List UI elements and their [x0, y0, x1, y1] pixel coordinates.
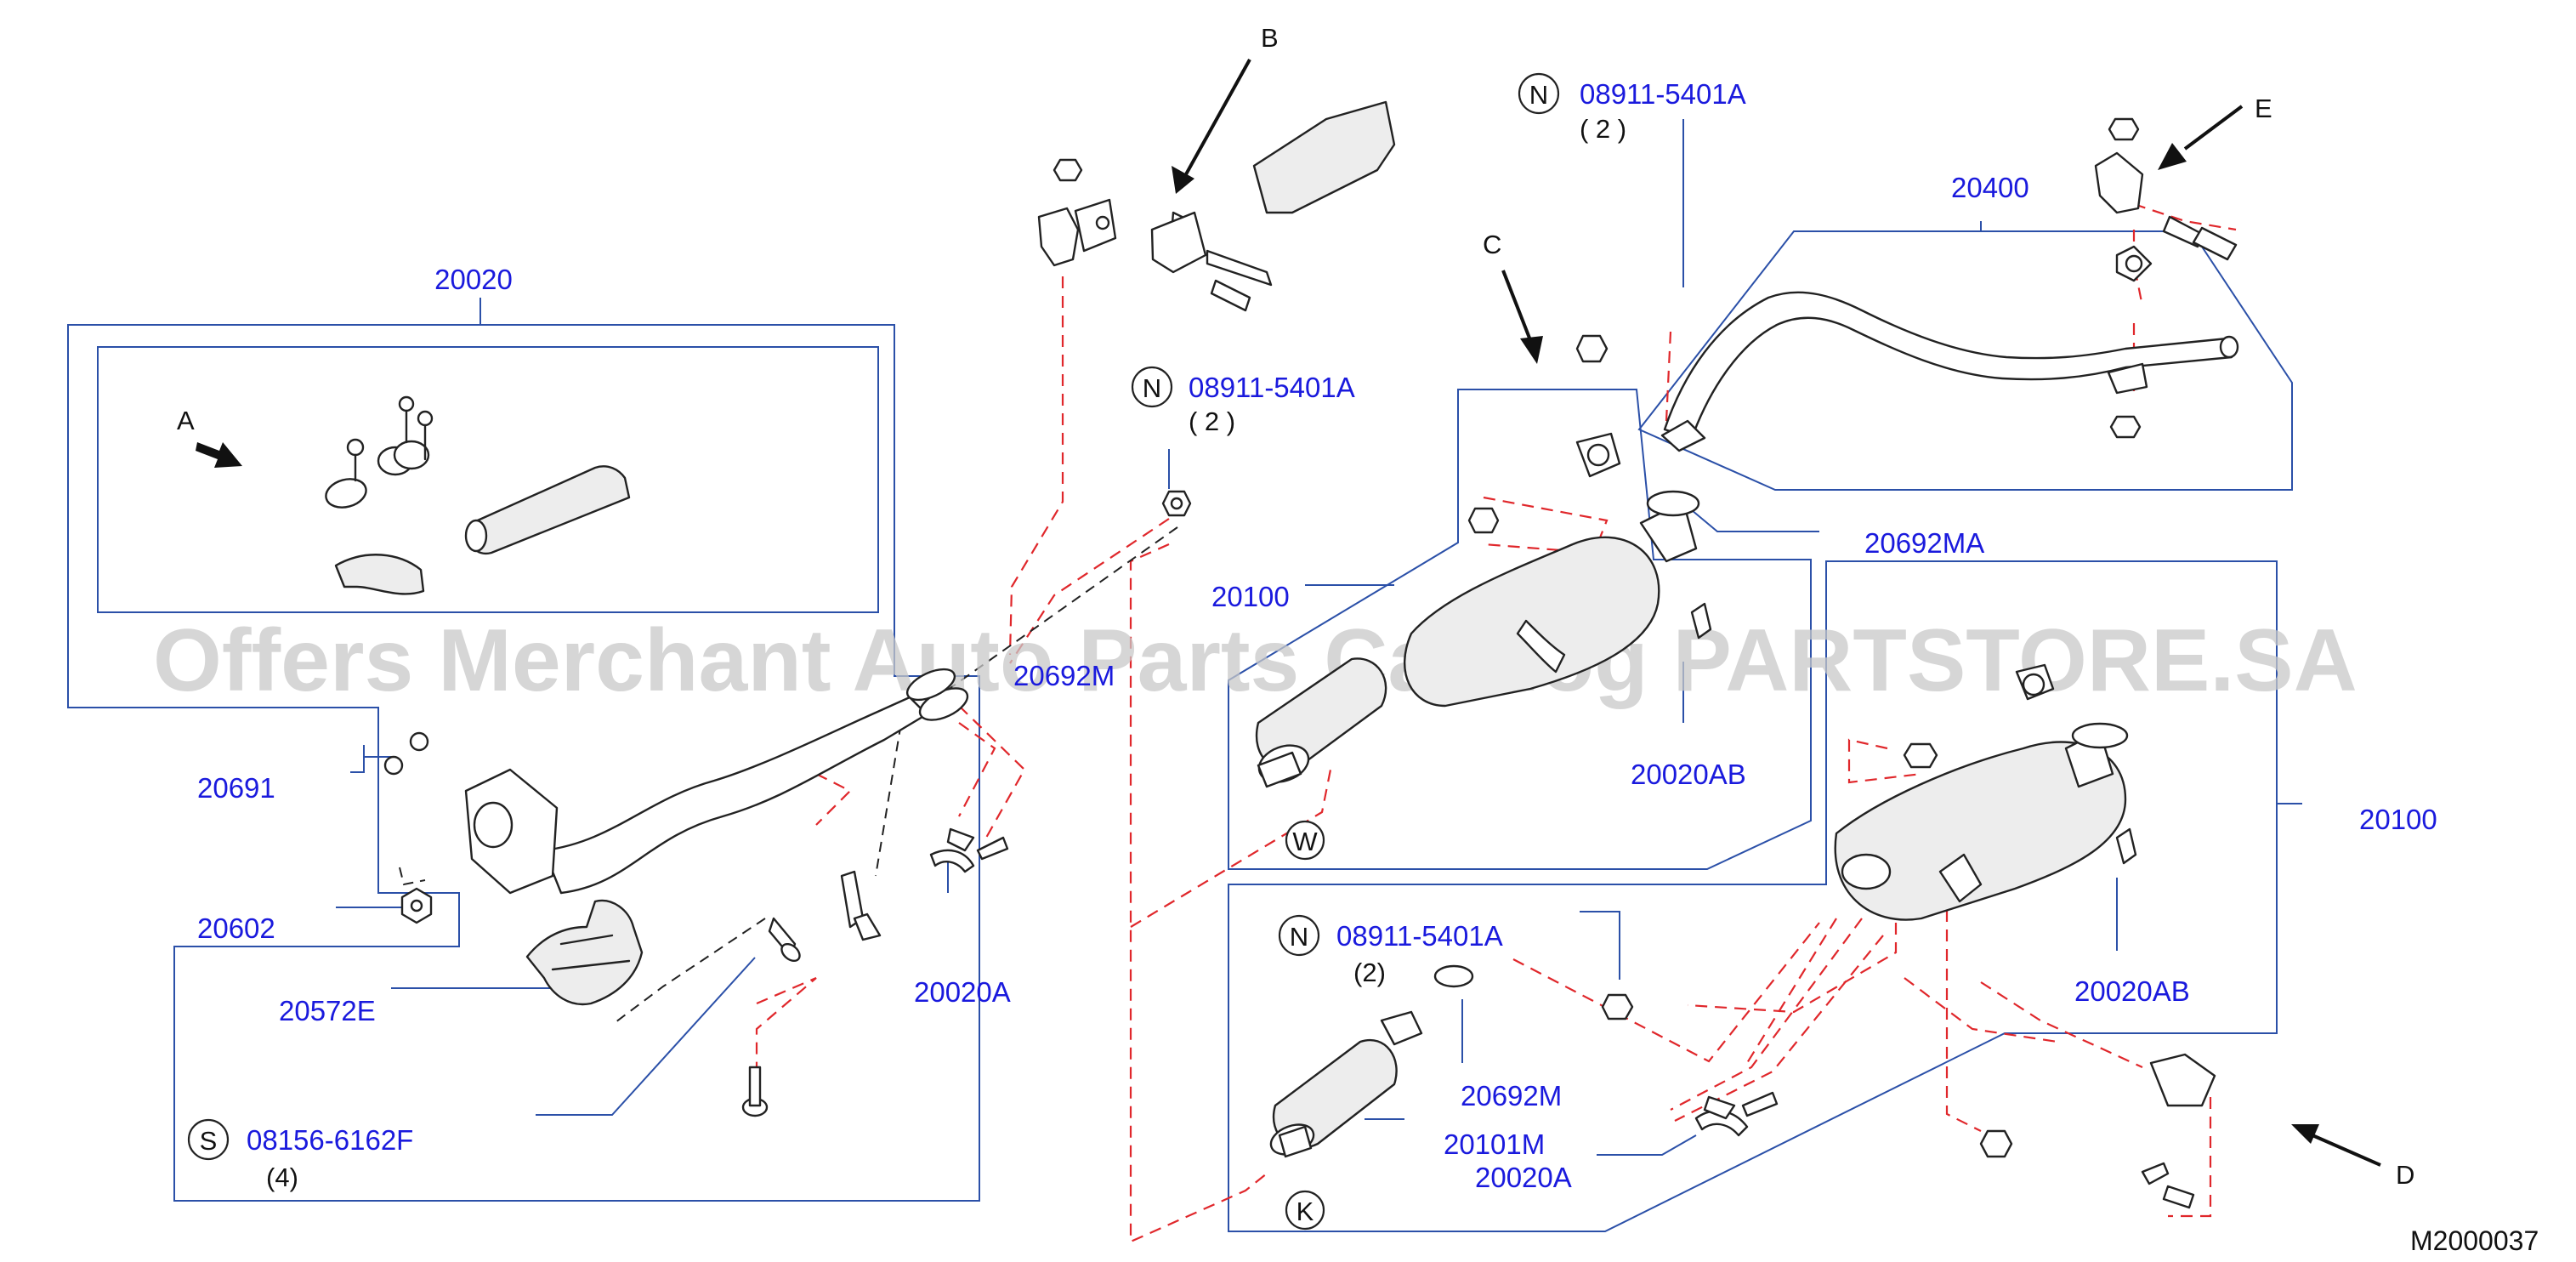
view-letter-e: E [2255, 94, 2272, 123]
view-letter-c: C [1483, 230, 1501, 259]
label-20020ab-upper: 20020AB [1631, 759, 1746, 790]
view-b-arrow: B [1172, 23, 1279, 194]
view-a-arrow: A [177, 406, 242, 468]
sub-muffler-lower [1269, 964, 1634, 1158]
upper-nut-bracket-parts [1037, 100, 1396, 312]
nut-08911-top-part [1161, 490, 1192, 517]
view-e-arrow: E [2158, 94, 2272, 170]
svg-text:N: N [1290, 922, 1308, 952]
svg-text:S: S [200, 1126, 218, 1156]
view-c-arrow: C [1483, 230, 1543, 364]
label-20020a-left: 20020A [914, 976, 1011, 1008]
callout-screw: S 08156-6162F (4) [187, 1118, 413, 1192]
watermark-text: Offers Merchant Auto Parts Catalog PARTS… [153, 611, 2358, 710]
front-pipe-catalyst [383, 668, 969, 924]
label-20100-upper: 20100 [1211, 581, 1290, 612]
label-20692ma: 20692MA [1864, 527, 1984, 559]
main-muffler-upper [1256, 334, 1712, 788]
group-outline-20020 [67, 324, 980, 1202]
label-20101m: 20101M [1444, 1128, 1545, 1160]
mount-hanger-20020a-lower [1694, 1091, 1779, 1137]
view-letter-d: D [2396, 1160, 2414, 1190]
pipe-clamp-parts [325, 395, 434, 509]
tail-pipe-20400 [1660, 117, 2239, 452]
svg-text:08156-6162F: 08156-6162F [247, 1124, 413, 1156]
heat-insulator-20572e [525, 899, 644, 1006]
view-letter-a: A [177, 406, 195, 435]
part-number-labels: 20020 20691 20602 20572E 20692M 20020A 2… [197, 172, 2437, 1193]
svg-text:(4): (4) [266, 1163, 298, 1192]
svg-text:08911-5401A: 08911-5401A [1336, 920, 1503, 952]
label-20692m-top: 20692M [1013, 660, 1115, 691]
variant-marker-w: W [1285, 820, 1325, 861]
label-20020a-lower: 20020A [1475, 1162, 1572, 1193]
svg-text:(2): (2) [1353, 958, 1386, 987]
label-20400: 20400 [1951, 172, 2029, 203]
drawing-id: M2000037 [2410, 1225, 2539, 1256]
heat-shield-front [334, 554, 425, 595]
callout-nut-top: N 08911-5401A ( 2 ) [1518, 72, 1746, 144]
view-d-arrow: D [2291, 1124, 2414, 1190]
mount-rubber-k-left [840, 870, 882, 941]
main-muffler-right [1834, 663, 2216, 1209]
svg-text:( 2 ): ( 2 ) [1580, 114, 1626, 144]
svg-text:( 2 ): ( 2 ) [1189, 406, 1235, 436]
callout-nut-low: N 08911-5401A (2) [1278, 914, 1503, 987]
screw-08156-parts [741, 917, 801, 1117]
group-outline-20100-right [1228, 560, 2278, 1232]
svg-text:08911-5401A: 08911-5401A [1580, 78, 1746, 110]
mount-hanger-20020a-left [929, 827, 1009, 873]
variant-marker-k: K [1285, 1190, 1325, 1231]
svg-text:W: W [1292, 827, 1318, 856]
label-20602: 20602 [197, 912, 275, 944]
label-20020: 20020 [434, 264, 513, 295]
svg-text:N: N [1529, 80, 1548, 110]
group-inner-20020 [97, 346, 879, 613]
svg-text:08911-5401A: 08911-5401A [1189, 372, 1355, 403]
label-20020ab-right: 20020AB [2074, 975, 2190, 1007]
label-20691: 20691 [197, 772, 275, 804]
svg-text:K: K [1297, 1197, 1314, 1226]
view-letter-b: B [1261, 23, 1279, 53]
callout-nut-mid: N 08911-5401A ( 2 ) [1131, 366, 1355, 436]
heat-shield-center [464, 465, 631, 555]
group-outline-20100-upper [1228, 389, 1812, 870]
label-20100-right: 20100 [2359, 804, 2437, 835]
label-20692m-lower: 20692M [1461, 1080, 1562, 1111]
svg-text:N: N [1143, 373, 1161, 403]
label-20572e: 20572E [279, 995, 376, 1026]
